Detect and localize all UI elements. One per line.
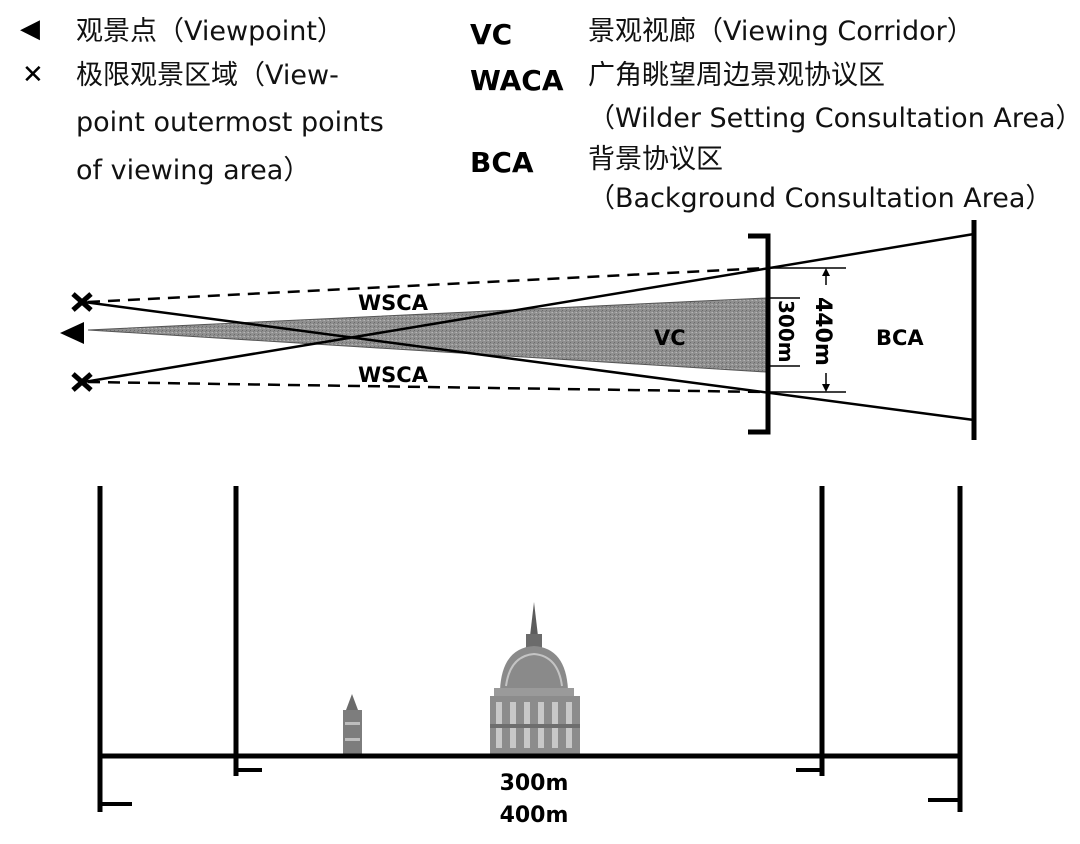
- dimension-300m-label: 300m: [774, 300, 798, 363]
- legend-bca-abbr: BCA: [470, 146, 534, 179]
- elevation-300m-label: 300m: [500, 771, 569, 796]
- wsca-dashed-line-top: [87, 266, 767, 304]
- bca-label: BCA: [876, 326, 924, 350]
- landmark-small-spire: [343, 694, 362, 754]
- plan-view: WSCA WSCA VC BCA 300m 440m: [60, 220, 977, 440]
- elevation-400m-label: 400m: [500, 803, 569, 828]
- dim-440-arrowhead-up-icon: [822, 268, 830, 276]
- legend-waca-desc-line2: （Wilder Setting Consultation Area）: [588, 103, 1080, 134]
- legend-outermost-line2: point outermost points: [76, 107, 384, 138]
- legend-bca-desc-line2: （Background Consultation Area）: [588, 183, 1053, 214]
- outermost-point-bottom-cross-icon: [71, 372, 93, 392]
- outermost-point-cross-icon: ✕: [22, 60, 44, 90]
- dim-440-arrowhead-down-icon: [822, 384, 830, 392]
- dimension-440m-label: 440m: [810, 297, 835, 366]
- viewpoint-triangle-icon: ◀: [20, 14, 40, 44]
- vc-label: VC: [654, 326, 686, 350]
- wsca-label-top: WSCA: [358, 291, 429, 315]
- wsca-label-bottom: WSCA: [358, 363, 429, 387]
- elevation-view: 300m 400m: [97, 486, 963, 828]
- legend-viewpoint: 观景点（Viewpoint）: [76, 16, 344, 47]
- legend-outermost-line3: of viewing area）: [76, 155, 311, 186]
- legend-waca-desc-line1: 广角眺望周边景观协议区: [588, 60, 885, 91]
- legend-outermost-line1: 极限观景区域（View-: [76, 60, 339, 91]
- legend-waca-abbr: WACA: [470, 64, 564, 97]
- bca-boundary-line-lower: [83, 300, 975, 422]
- outermost-point-top-cross-icon: [71, 292, 93, 312]
- legend-bca-desc-line1: 背景协议区: [588, 144, 723, 175]
- bca-boundary-line-upper: [83, 232, 975, 384]
- wsca-dashed-line-bottom: [87, 380, 767, 394]
- legend-vc-desc: 景观视廊（Viewing Corridor）: [588, 16, 974, 47]
- viewpoint-triangle-marker-icon: [60, 322, 84, 344]
- landmark-cathedral-dome: [490, 602, 580, 754]
- legend-vc-abbr: VC: [470, 18, 513, 51]
- waca-bracket: [748, 233, 771, 435]
